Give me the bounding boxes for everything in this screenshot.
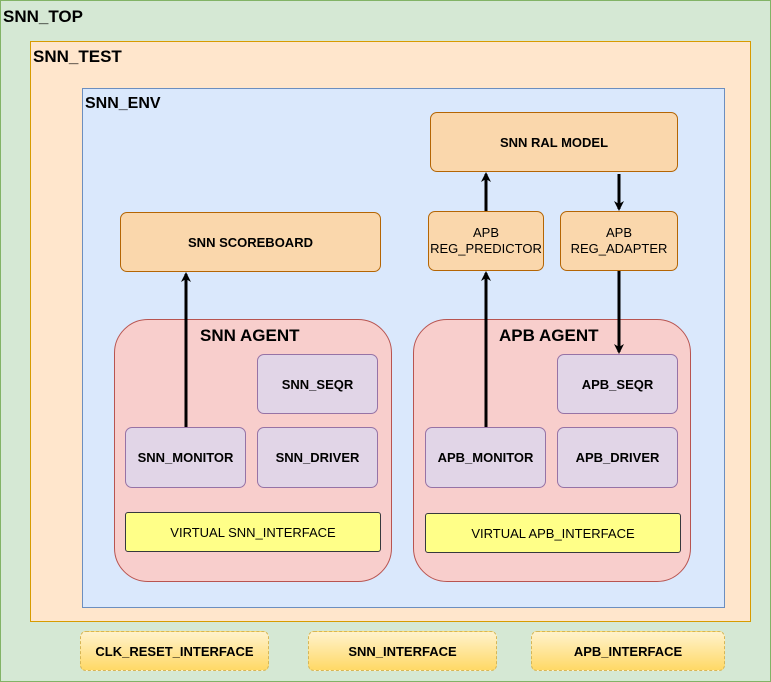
apb-monitor-label: APB_MONITOR [437, 450, 534, 465]
apb-interface-label: APB_INTERFACE [573, 643, 683, 659]
reg-adapter-box: APB REG_ADAPTER [560, 211, 678, 271]
apb-driver-label: APB_DRIVER [575, 450, 660, 465]
scoreboard-box: SNN SCOREBOARD [120, 212, 381, 272]
snn-env-label: SNN_ENV [85, 95, 161, 112]
reg-predictor-line2: REG_PREDICTOR [430, 241, 542, 256]
snn-interface-label: SNN_INTERFACE [348, 643, 457, 659]
scoreboard-label: SNN SCOREBOARD [188, 234, 313, 250]
apb-driver-box: APB_DRIVER [557, 427, 678, 488]
virtual-apb-interface-label: VIRTUAL APB_INTERFACE [471, 525, 635, 541]
snn-top-label: SNN_TOP [3, 7, 83, 26]
virtual-snn-interface-label: VIRTUAL SNN_INTERFACE [170, 524, 336, 540]
apb-monitor-box: APB_MONITOR [425, 427, 546, 488]
snn-interface-box: SNN_INTERFACE [308, 631, 497, 671]
reg-predictor-box: APB REG_PREDICTOR [428, 211, 544, 271]
snn-seqr-label: SNN_SEQR [281, 376, 354, 392]
reg-adapter-line2: REG_ADAPTER [570, 241, 668, 256]
snn-monitor-label: SNN_MONITOR [137, 450, 234, 465]
clk-reset-interface-label: CLK_RESET_INTERFACE [95, 643, 254, 659]
virtual-apb-interface-box: VIRTUAL APB_INTERFACE [425, 513, 681, 553]
clk-reset-interface-box: CLK_RESET_INTERFACE [80, 631, 269, 671]
snn-monitor-box: SNN_MONITOR [125, 427, 246, 488]
apb-agent-label: APB AGENT [499, 326, 599, 345]
snn-agent-label: SNN AGENT [200, 326, 300, 345]
snn-test-label: SNN_TEST [33, 47, 122, 66]
ral-model-label: SNN RAL MODEL [499, 134, 609, 150]
virtual-snn-interface-box: VIRTUAL SNN_INTERFACE [125, 512, 381, 552]
reg-adapter-line1: APB [605, 225, 632, 240]
snn-driver-box: SNN_DRIVER [257, 427, 378, 488]
ral-model-box: SNN RAL MODEL [430, 112, 678, 172]
apb-seqr-label: APB_SEQR [581, 376, 654, 392]
apb-seqr-box: APB_SEQR [557, 354, 678, 414]
apb-interface-box: APB_INTERFACE [531, 631, 725, 671]
snn-driver-label: SNN_DRIVER [275, 450, 360, 465]
snn-seqr-box: SNN_SEQR [257, 354, 378, 414]
reg-predictor-line1: APB [472, 225, 499, 240]
